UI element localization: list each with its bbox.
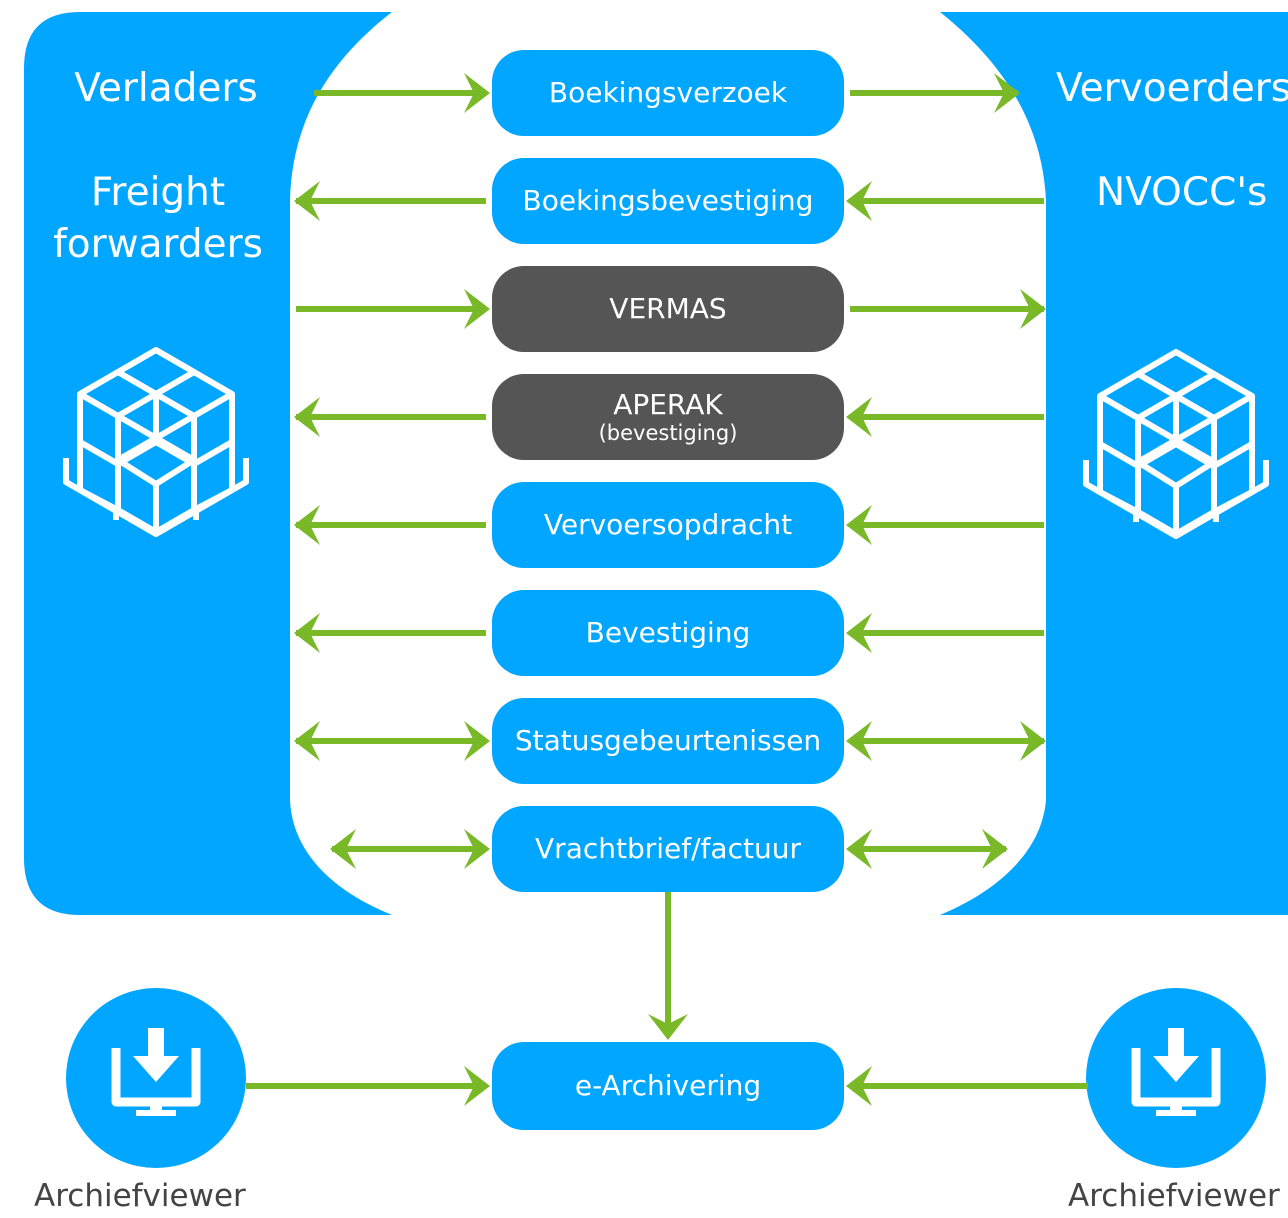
message-box: Statusgebeurtenissen <box>492 698 844 784</box>
arrowhead <box>464 1066 490 1106</box>
arrowhead <box>1020 721 1046 761</box>
message-box: VERMAS <box>492 266 844 352</box>
left-party-subtitle-line: forwarders <box>53 222 263 267</box>
arrowhead <box>846 613 872 653</box>
message-label: Vervoersopdracht <box>543 507 793 541</box>
message-sublabel: (bevestiging) <box>598 421 738 446</box>
arrowhead <box>294 181 320 221</box>
arrowhead <box>464 829 490 869</box>
message-box: Boekingsbevestiging <box>492 158 844 244</box>
pallet-boxes-icon <box>63 347 249 537</box>
arrowhead <box>294 397 320 437</box>
message-label: Vrachtbrief/factuur <box>535 831 801 865</box>
archive-box: e-Archivering <box>492 1042 844 1130</box>
message-box: Bevestiging <box>492 590 844 676</box>
arrowhead <box>294 505 320 545</box>
arrowhead <box>1020 289 1046 329</box>
left-party-subtitle-line: Freight <box>90 170 226 215</box>
left-party-title: Verladers <box>74 66 258 111</box>
right-party-title: Vervoerders <box>1056 66 1288 111</box>
arrowhead <box>464 73 490 113</box>
arrowhead <box>330 829 356 869</box>
message-box: Vervoersopdracht <box>492 482 844 568</box>
download-monitor-icon <box>1086 988 1266 1168</box>
arrowhead <box>294 721 320 761</box>
arrowhead <box>464 721 490 761</box>
message-label: VERMAS <box>609 291 727 325</box>
arrowhead <box>294 613 320 653</box>
arrowhead <box>846 829 872 869</box>
right-viewer-caption: Archiefviewer <box>1068 1178 1280 1214</box>
left-party-panel <box>24 12 392 915</box>
archive-label: e-Archivering <box>574 1068 762 1102</box>
arrowhead <box>846 1066 872 1106</box>
arrowhead <box>648 1014 688 1040</box>
arrowhead <box>994 73 1020 113</box>
arrowhead <box>464 289 490 329</box>
message-box: Vrachtbrief/factuur <box>492 806 844 892</box>
message-label: Boekingsverzoek <box>548 75 788 109</box>
message-arrows <box>246 73 1088 1106</box>
pallet-boxes-icon <box>1083 349 1269 539</box>
left-viewer-caption: Archiefviewer <box>34 1178 246 1214</box>
message-box: APERAK (bevestiging) <box>492 374 844 460</box>
left-party-subtitle: Freight forwarders <box>40 167 276 271</box>
arrowhead <box>846 505 872 545</box>
message-box: Boekingsverzoek <box>492 50 844 136</box>
download-monitor-icon <box>66 988 246 1168</box>
arrowhead <box>846 181 872 221</box>
message-label: Boekingsbevestiging <box>522 183 814 217</box>
arrowhead <box>846 397 872 437</box>
message-label: Statusgebeurtenissen <box>514 723 822 757</box>
right-party-subtitle: NVOCC's <box>1096 170 1268 215</box>
message-label: Bevestiging <box>585 615 751 649</box>
arrowhead <box>846 721 872 761</box>
arrowhead <box>982 829 1008 869</box>
right-party-panel <box>940 12 1288 915</box>
message-label: APERAK <box>613 387 723 421</box>
